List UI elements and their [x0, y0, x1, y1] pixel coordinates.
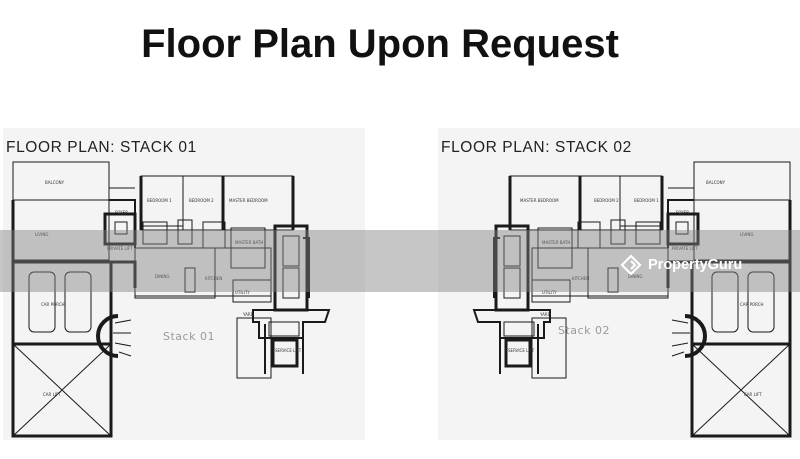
- room-label-bedroom-2: BEDROOM 2: [189, 198, 214, 203]
- room-label-master-bedroom: MASTER BEDROOM: [229, 198, 268, 203]
- room-label-living: LIVING: [35, 232, 48, 237]
- room-label-utility: UTILITY: [235, 290, 250, 295]
- floor-plan-drawing: BALCONY LIVING FOYER PRIVATE LIFT BEDROO…: [472, 161, 792, 438]
- propertyguru-logo-icon: [620, 254, 642, 276]
- watermark: PropertyGuru: [620, 254, 742, 276]
- stack-label: Stack 02: [558, 324, 610, 337]
- yard-room: [236, 317, 272, 379]
- stack-label: Stack 01: [163, 330, 215, 343]
- room-label-foyer: FOYER: [676, 210, 689, 215]
- master-bedroom-room: [222, 175, 294, 231]
- floor-plan-stack-01: FLOOR PLAN: STACK 01: [3, 128, 365, 440]
- room-label-car-porch: CAR PORCH: [41, 302, 65, 307]
- room-label-yard: YARD: [242, 312, 254, 317]
- room-label-car-lift: CAR LIFT: [43, 392, 61, 397]
- room-label-car-lift: CAR LIFT: [744, 392, 762, 397]
- room-label-master-bath: MASTER BATH: [542, 240, 570, 245]
- room-label-kitchen: KITCHEN: [572, 276, 589, 281]
- floor-plan-drawing: BALCONY LIVING FOYER PRIVATE LIFT BEDROO…: [11, 161, 331, 438]
- utility-room: [232, 279, 272, 303]
- room-label-yard: YARD: [539, 312, 551, 317]
- room-label-master-bedroom: MASTER BEDROOM: [520, 198, 559, 203]
- room-label-private-lift: PRIVATE LIFT: [107, 246, 133, 251]
- room-label-kitchen: KITCHEN: [205, 276, 222, 281]
- room-label-balcony: BALCONY: [706, 180, 726, 185]
- car-lift: [11, 342, 113, 438]
- floor-plan-title: FLOOR PLAN: STACK 02: [441, 139, 632, 156]
- room-label-service-lift: SERVICE LIFT: [508, 348, 535, 353]
- floor-plan-stack-02: FLOOR PLAN: STACK 02: [438, 128, 800, 440]
- room-label-balcony: BALCONY: [45, 180, 65, 185]
- room-label-living: LIVING: [740, 232, 753, 237]
- room-label-foyer: FOYER: [115, 210, 128, 215]
- room-label-utility: UTILITY: [542, 290, 557, 295]
- living-room: [12, 199, 110, 261]
- room-label-car-porch: CAR PORCH: [740, 302, 764, 307]
- service-lift: [271, 338, 299, 368]
- kitchen-room: [214, 247, 272, 297]
- room-label-dining: DINING: [155, 274, 170, 279]
- floor-plan-title: FLOOR PLAN: STACK 01: [6, 139, 197, 156]
- room-label-bedroom-2: BEDROOM 2: [594, 198, 619, 203]
- room-label-bedroom-1: BEDROOM 1: [634, 198, 659, 203]
- room-label-service-lift: SERVICE LIFT: [275, 348, 302, 353]
- dining-room: [134, 247, 216, 299]
- room-label-dining: DINING: [628, 274, 643, 279]
- room-label-private-lift: PRIVATE LIFT: [672, 246, 698, 251]
- watermark-text: PropertyGuru: [648, 257, 743, 273]
- room-label-bedroom-1: BEDROOM 1: [147, 198, 172, 203]
- room-label-master-bath: MASTER BATH: [235, 240, 263, 245]
- page-headline: Floor Plan Upon Request: [141, 22, 619, 66]
